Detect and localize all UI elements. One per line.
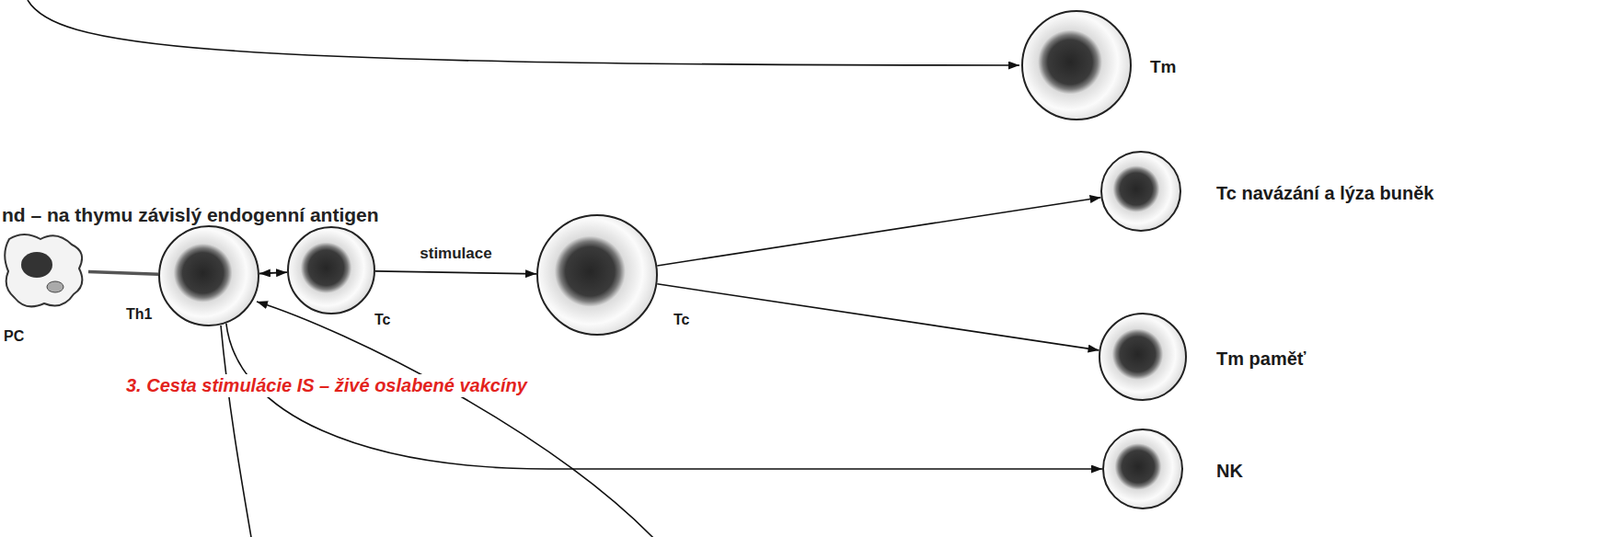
cytotoxic-cell: Tc — [287, 226, 376, 315]
pathway-heading: nd – na thymu závislý endogenní antigen — [1, 204, 380, 227]
cell-label: Tm paměť — [1216, 348, 1306, 370]
apc-outline — [0, 228, 89, 313]
cell-label: Th1 — [126, 306, 152, 323]
apc-vesicle — [46, 281, 64, 293]
connector — [656, 197, 1101, 266]
connector — [259, 272, 288, 274]
memory-cell: Tm — [1021, 10, 1132, 121]
helper-cell: Th1 — [158, 225, 260, 327]
incoming-arrow — [27, 0, 1020, 66]
connector — [656, 284, 1099, 351]
memory-cell: Tm paměť — [1098, 312, 1187, 402]
connector — [88, 272, 159, 276]
cell-label: Tc — [673, 311, 690, 329]
cell-label: PC — [3, 328, 24, 346]
apc-nucleus — [21, 252, 53, 278]
cell-label: Tc navázání a lýza buněk — [1216, 183, 1434, 205]
apc-cell: PC — [0, 228, 89, 313]
nk-cell: NK — [1102, 428, 1184, 510]
cell-label: Tc — [374, 311, 391, 329]
feedback-arrow — [256, 301, 658, 537]
cytotoxic-cell: Tc navázání a lýza buněk — [1100, 150, 1182, 232]
apc-membrane — [4, 234, 82, 307]
activated-cell: Tc — [536, 214, 658, 336]
pathway-title: 3. Cesta stimulácie IS – živé oslabené v… — [122, 374, 531, 398]
cell-label: NK — [1216, 460, 1244, 483]
cell-label: Tm — [1150, 57, 1177, 78]
connector — [375, 271, 537, 275]
edge-label: stimulace — [419, 244, 492, 264]
